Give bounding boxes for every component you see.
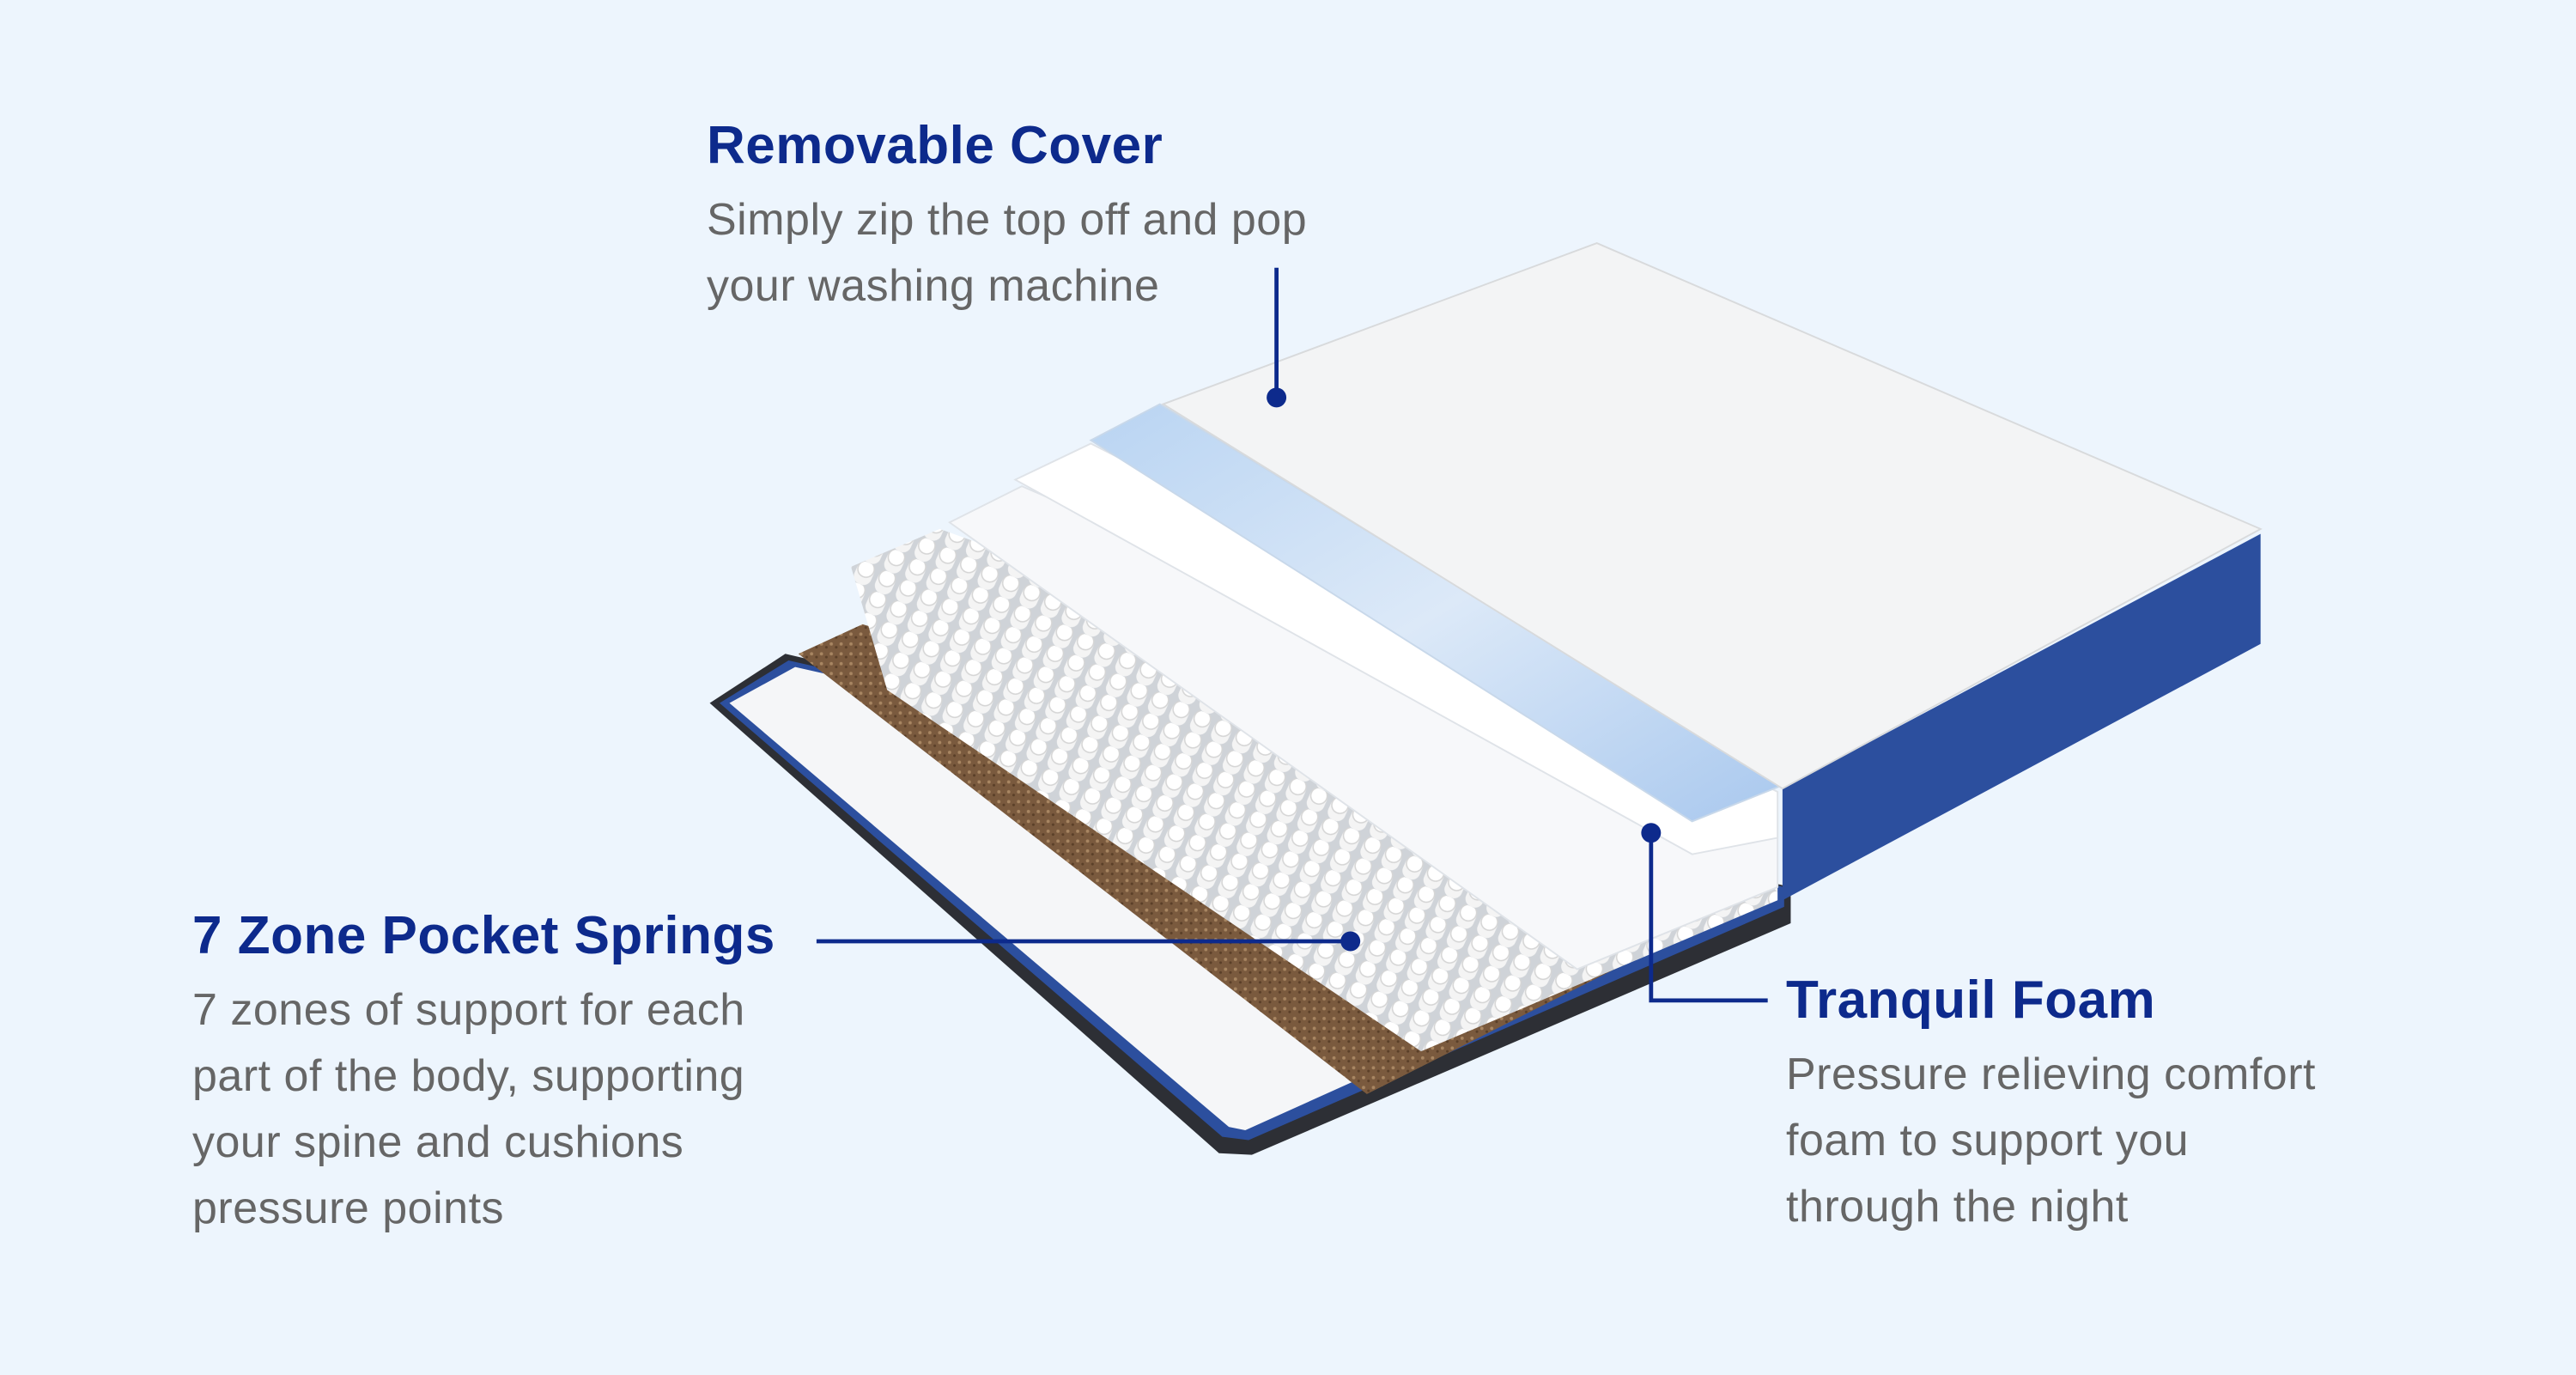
removable-cover [1161, 242, 2263, 790]
feature-title: Removable Cover [707, 116, 1163, 175]
feature-tranquil-foam: Tranquil Foam Pressure relieving comfort… [1786, 966, 2316, 1240]
description-line: through the night [1786, 1182, 2129, 1232]
description-line: part of the body, supporting [192, 1051, 745, 1101]
feature-title: Tranquil Foam [1786, 970, 2156, 1030]
foam-layer-lower [948, 485, 1779, 970]
leader-pocket-springs [816, 931, 1361, 952]
leader-removable-cover [1267, 267, 1287, 408]
mattress-side-panel [1782, 533, 2261, 901]
description-line: pressure points [192, 1183, 505, 1233]
feature-description: Pressure relieving comfort foam to suppo… [1786, 1042, 2316, 1240]
feature-removable-cover: Removable Cover Simply zip the top off a… [707, 112, 1307, 319]
description-line: Simply zip the top off and pop [707, 195, 1308, 245]
feature-title: 7 Zone Pocket Springs [192, 906, 775, 965]
description-line: your spine and cushions [192, 1117, 684, 1167]
description-line: foam to support you [1786, 1116, 2190, 1165]
leader-tranquil-foam [1641, 823, 1768, 1003]
description-line: 7 zones of support for each [192, 985, 745, 1035]
feature-description: Simply zip the top off and pop your wash… [707, 187, 1307, 319]
feature-pocket-springs: 7 Zone Pocket Springs 7 zones of support… [192, 902, 775, 1242]
description-line: Pressure relieving comfort [1786, 1050, 2316, 1099]
description-line: your washing machine [707, 261, 1160, 311]
feature-description: 7 zones of support for each part of the … [192, 977, 775, 1242]
